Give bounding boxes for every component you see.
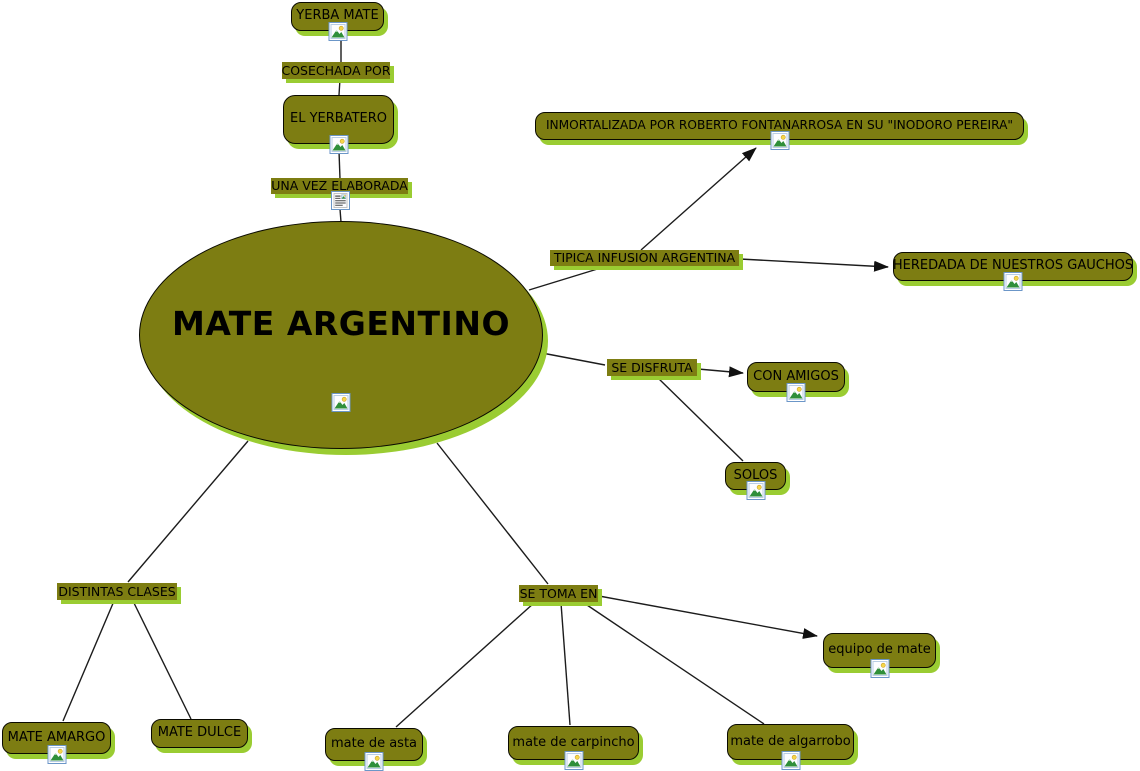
image-icon[interactable] (781, 751, 800, 770)
node-equipo-de-mate[interactable]: equipo de mate (823, 633, 936, 678)
connector-line (583, 602, 765, 725)
connector-line (436, 442, 549, 585)
connector-line (132, 600, 192, 720)
phrase-label: UNA VEZ ELABORADA (271, 178, 408, 194)
phrase-una-vez-elaborada[interactable]: UNA VEZ ELABORADA (271, 178, 408, 194)
phrase-tipica-infusion[interactable]: TIPICA INFUSION ARGENTINA (550, 250, 739, 266)
node-mate-amargo[interactable]: MATE AMARGO (2, 722, 111, 764)
image-icon[interactable] (746, 481, 765, 500)
document-icon[interactable] (331, 191, 350, 210)
image-icon[interactable] (564, 751, 583, 770)
phrase-se-disfruta[interactable]: SE DISFRUTA (607, 359, 697, 376)
node-label: INMORTALIZADA POR ROBERTO FONTANARROSA E… (545, 118, 1014, 133)
node-label: mate de algarrobo (730, 733, 851, 749)
node-mate-dulce[interactable]: MATE DULCE (151, 719, 248, 748)
node-inmortalizada[interactable]: INMORTALIZADA POR ROBERTO FONTANARROSA E… (535, 112, 1024, 150)
node-mate-de-asta[interactable]: mate de asta (325, 728, 423, 771)
image-icon[interactable] (1003, 272, 1023, 291)
connector-line (560, 602, 571, 726)
image-icon[interactable] (331, 393, 351, 412)
connector-line (62, 600, 115, 722)
node-mate-de-carpincho[interactable]: mate de carpincho (508, 726, 639, 770)
node-el-yerbatero[interactable]: EL YERBATERO (283, 95, 394, 154)
phrase-cosechada-por[interactable]: COSECHADA POR (281, 62, 391, 79)
connector-arrow (640, 147, 757, 251)
connector-line (528, 266, 605, 291)
image-icon[interactable] (47, 745, 66, 764)
image-icon[interactable] (364, 752, 384, 771)
node-label: MATE ARGENTINO (171, 303, 510, 343)
connector-line (127, 440, 249, 583)
connector-line (541, 352, 606, 366)
node-label: YERBA MATE (296, 8, 379, 24)
image-icon[interactable] (329, 135, 348, 154)
node-yerba-mate[interactable]: YERBA MATE (291, 2, 384, 41)
node-label: CON AMIGOS (753, 368, 839, 384)
phrase-label: SE TOMA EN (519, 585, 598, 601)
phrase-se-toma-en[interactable]: SE TOMA EN (519, 585, 598, 602)
phrase-label: TIPICA INFUSION ARGENTINA (553, 250, 736, 266)
node-heredada[interactable]: HEREDADA DE NUESTROS GAUCHOS (892, 252, 1134, 291)
node-mate-argentino[interactable]: MATE ARGENTINO (139, 221, 543, 449)
node-label: SOLOS (733, 467, 778, 483)
node-label: HEREDADA DE NUESTROS GAUCHOS (892, 258, 1134, 274)
connector-line (395, 602, 535, 728)
node-label: EL YERBATERO (290, 111, 387, 127)
phrase-label: DISTINTAS CLASES (58, 583, 176, 599)
connector-line (338, 150, 341, 180)
node-label: MATE DULCE (157, 725, 242, 741)
node-solos[interactable]: SOLOS (725, 462, 786, 500)
image-icon[interactable] (770, 131, 789, 150)
node-label: MATE AMARGO (7, 729, 106, 745)
node-label: equipo de mate (828, 642, 931, 658)
node-mate-de-algarrobo[interactable]: mate de algarrobo (727, 724, 854, 770)
connector-arrow (739, 258, 889, 272)
node-label: mate de asta (330, 736, 418, 752)
phrase-label: COSECHADA POR (281, 62, 391, 78)
phrase-label: SE DISFRUTA (611, 359, 693, 375)
node-con-amigos[interactable]: CON AMIGOS (747, 362, 845, 402)
connector-arrow (697, 366, 744, 378)
connector-line (338, 78, 341, 96)
connector-line (339, 208, 342, 223)
image-icon[interactable] (328, 22, 347, 41)
image-icon[interactable] (870, 659, 889, 678)
phrase-distintas-clases[interactable]: DISTINTAS CLASES (57, 583, 177, 600)
connector-line (656, 376, 744, 462)
node-label: mate de carpincho (512, 734, 635, 750)
image-icon[interactable] (786, 383, 806, 402)
connector-arrow (598, 595, 818, 639)
